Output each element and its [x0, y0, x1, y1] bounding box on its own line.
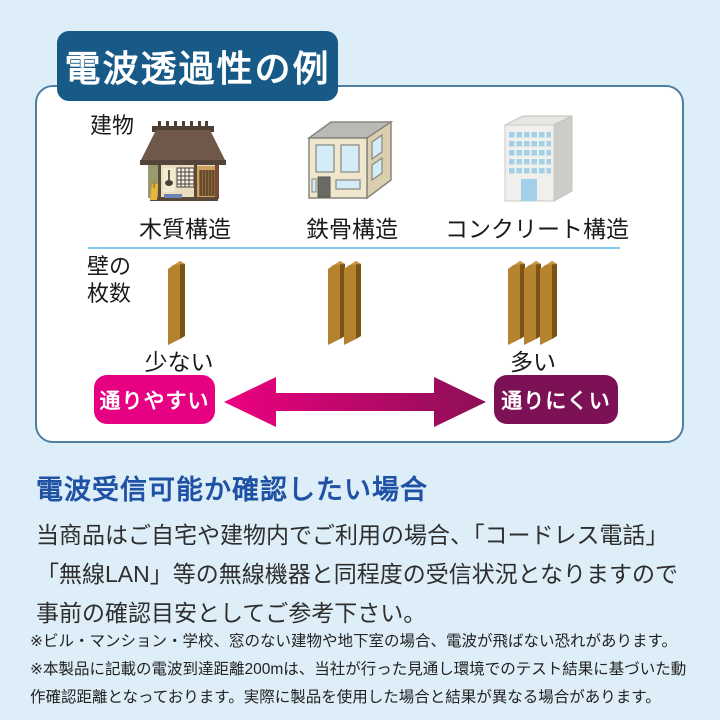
column-label-steel: 鉄骨構造	[306, 216, 398, 242]
building-row-label: 建物	[90, 113, 135, 138]
panel-title: 電波透過性の例	[64, 48, 331, 89]
footnote-2: ※本製品に記載の電波到達距離200mは、当社が行った見通し環境でのテスト結果に基…	[30, 661, 687, 706]
few-walls-label: 少ない	[144, 349, 214, 375]
easy-pass-badge: 通りやすい	[94, 375, 215, 424]
section-heading: 電波受信可能か確認したい場合	[36, 475, 428, 505]
easy-pass-label: 通りやすい	[99, 389, 210, 413]
steel-building-icon	[306, 120, 394, 200]
footnote-1: ※ビル・マンション・学校、窓のない建物や地下室の場合、電波が飛ばない恐れがありま…	[30, 633, 677, 650]
wall-row-label: 壁の 枚数	[87, 254, 132, 306]
wall-icon-triple	[508, 261, 557, 345]
concrete-building-icon	[504, 115, 573, 202]
permeability-arrow	[224, 377, 486, 427]
hard-pass-badge: 通りにくい	[494, 375, 618, 424]
column-label-concrete: コンクリート構造	[445, 216, 629, 242]
panel-title-badge: 電波透過性の例	[57, 31, 338, 101]
section-body-text: 当商品はご自宅や建物内でご利用の場合、「コードレス電話」 「無線LAN」等の無線…	[36, 522, 679, 626]
hard-pass-label: 通りにくい	[501, 389, 611, 413]
wall-icon-pair	[328, 261, 361, 345]
wooden-house-icon	[140, 121, 226, 201]
footnotes: ※ビル・マンション・学校、窓のない建物や地下室の場合、電波が飛ばない恐れがありま…	[30, 628, 696, 712]
column-label-wood: 木質構造	[139, 216, 231, 242]
wall-icon	[168, 261, 185, 345]
panel-divider	[88, 247, 620, 249]
many-walls-label: 多い	[510, 349, 556, 375]
